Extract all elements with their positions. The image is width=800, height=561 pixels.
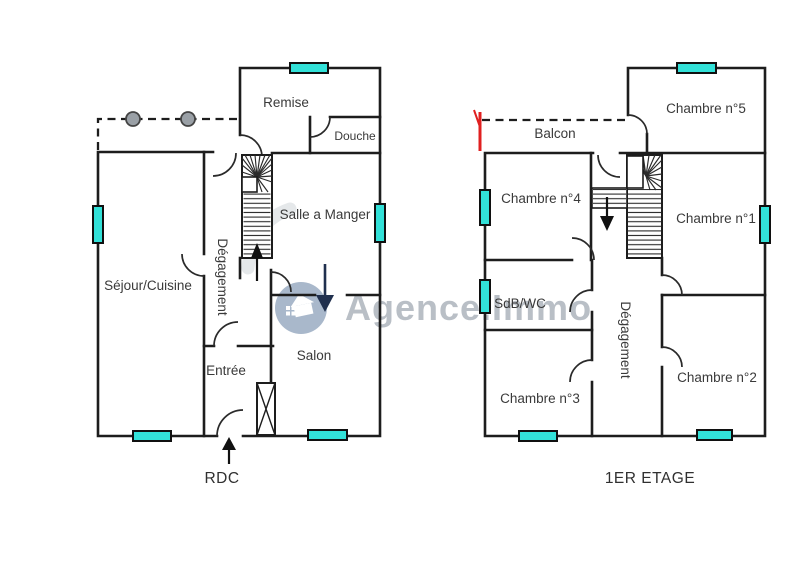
watermark-house-icon: [290, 294, 315, 318]
window-salle-a-manger: [374, 203, 386, 243]
window-chambre1: [759, 205, 771, 244]
circulation-arrow: [316, 264, 334, 312]
floor-etage1: Balcon Chambre n°5 Chambre n°4 Chambre n…: [473, 62, 771, 487]
entry-arrow: [222, 437, 236, 464]
window-chambre4: [479, 189, 491, 226]
duct-box: [256, 382, 276, 436]
watermark-brand-text: Agence.Immo: [345, 287, 592, 328]
door-arc-chambre2: [661, 346, 683, 368]
door-arc-sdb: [569, 289, 593, 313]
room-label-sdb-wc: SdB/WC: [494, 296, 546, 311]
staircase-etage1: [591, 154, 663, 259]
red-annotation: [473, 109, 482, 151]
door-arc-douche: [309, 116, 331, 138]
room-label-salon: Salon: [297, 348, 332, 363]
door-arc-degagement: [213, 321, 239, 347]
room-label-salle-a-manger: Salle a Manger: [280, 207, 371, 222]
floor-caption-rdc: RDC: [204, 470, 239, 487]
room-label-chambre3: Chambre n°3: [500, 391, 580, 406]
stair-upper-flight-hatch: [593, 189, 626, 207]
window-sejour-left: [92, 205, 104, 244]
window-sejour-bottom: [132, 430, 172, 442]
window-salon: [307, 429, 348, 441]
window-remise: [289, 62, 329, 74]
stair-steps-hatch: [628, 189, 661, 257]
stairs-up-arrow-head: [251, 243, 263, 258]
floor-caption-etage1: 1ER ETAGE: [605, 470, 695, 487]
stair-winder-fan: [241, 154, 273, 193]
stair-landing: [626, 155, 644, 189]
door-arc-balcon-chambre5: [627, 114, 648, 135]
room-label-remise: Remise: [263, 95, 309, 110]
window-chambre5: [676, 62, 717, 74]
door-arc-entree: [216, 409, 244, 437]
terrace-post: [125, 111, 141, 127]
watermark-window-grid-icon: [286, 306, 296, 316]
door-arc-chambre1: [661, 274, 683, 296]
room-label-chambre2: Chambre n°2: [677, 370, 757, 385]
door-arc-back-exit: [212, 152, 237, 177]
room-label-chambre4: Chambre n°4: [501, 191, 581, 206]
floor-rdc: Remise Douche Salle a Manger Séjour/Cuis…: [92, 62, 386, 487]
room-label-entree: Entrée: [206, 363, 246, 378]
window-sdb: [479, 279, 491, 314]
room-label-degagement-etage: Dégagement: [618, 301, 633, 379]
door-arc-salle-a-manger: [270, 271, 292, 293]
door-arc-sejour: [181, 253, 205, 277]
staircase-rdc: [241, 154, 273, 281]
room-label-chambre5: Chambre n°5: [666, 101, 746, 116]
room-label-degagement-rdc: Dégagement: [215, 238, 230, 316]
door-arc-chambre3: [569, 359, 593, 383]
door-arc-chambre4: [571, 237, 595, 261]
wall-top-right: [618, 132, 767, 155]
room-label-sejour-cuisine: Séjour/Cuisine: [104, 278, 192, 293]
stair-landing: [241, 176, 258, 193]
room-label-chambre1: Chambre n°1: [676, 211, 756, 226]
wall-douche: [308, 115, 382, 155]
stairs-down-arrow-head: [600, 216, 614, 231]
window-chambre2: [696, 429, 733, 441]
door-arc-remise: [239, 134, 263, 158]
outer-wall-etage: [483, 66, 767, 438]
window-chambre3: [518, 430, 558, 442]
door-arc-balcon-hall: [597, 154, 621, 178]
room-label-douche: Douche: [334, 129, 376, 143]
room-label-balcon: Balcon: [534, 126, 575, 141]
terrace-post: [180, 111, 196, 127]
